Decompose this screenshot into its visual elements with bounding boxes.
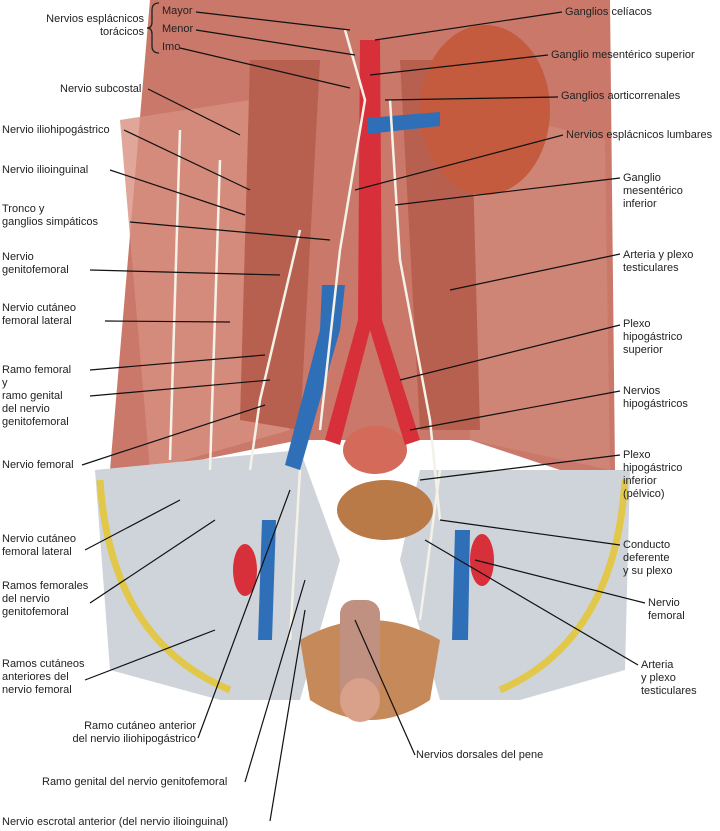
label-ganglio-mesenterico-inferior: Ganglio mesentérico inferior xyxy=(623,172,683,210)
femoral-artery-left xyxy=(233,544,257,596)
label-arteria-plexo-testiculares-2: Arteria y plexo testiculares xyxy=(641,659,697,697)
label-nervios-esplacnicos-lumbares: Nervios esplácnicos lumbares xyxy=(566,129,713,141)
label-ramo-genital: Ramo genital del nervio genitofemoral xyxy=(42,776,228,788)
label-nervios-dorsales-pene: Nervios dorsales del pene xyxy=(416,749,544,761)
label-arteria-plexo-testiculares: Arteria y plexo testiculares xyxy=(623,249,694,274)
label-nervio-subcostal: Nervio subcostal xyxy=(60,83,142,95)
label-ramo-cutaneo-anterior: Ramo cutáneo anterior del nervio iliohip… xyxy=(72,720,196,745)
label-nervio-cutaneo-femoral-lateral: Nervio cutáneo femoral lateral xyxy=(2,302,76,327)
label-tronco-simpatico: Tronco y ganglios simpáticos xyxy=(2,203,98,228)
label-plexo-hipogastrico-superior: Plexo hipogástrico superior xyxy=(623,318,683,356)
label-ganglio-mesenterico-superior: Ganglio mesentérico superior xyxy=(551,49,695,61)
rectum xyxy=(343,426,407,474)
pelvic-region-right xyxy=(400,470,630,700)
label-nervio-femoral-right: Nervio femoral xyxy=(648,597,685,622)
femoral-vein-left xyxy=(258,520,276,640)
label-ramos-femorales: Ramos femorales del nervio genitofemoral xyxy=(2,580,89,618)
label-nervio-ilioinguinal: Nervio ilioinguinal xyxy=(2,164,89,176)
brace-symbol xyxy=(146,2,160,54)
nerve-network xyxy=(168,29,442,641)
label-nervio-cutaneo-femoral-lateral-2: Nervio cutáneo femoral lateral xyxy=(2,533,76,558)
label-menor: Menor xyxy=(162,23,194,35)
label-nervio-escrotal-anterior: Nervio escrotal anterior (del nervio ili… xyxy=(2,816,229,828)
renal-vein xyxy=(368,112,440,134)
label-plexo-hipogastrico-inferior: Plexo hipogástrico inferior (pélvico) xyxy=(623,449,683,500)
label-ganglios-celiacos: Ganglios celíacos xyxy=(565,6,652,18)
label-ramos-cutaneos-anteriores: Ramos cutáneos anteriores del nervio fem… xyxy=(2,658,85,696)
label-imo: Imo xyxy=(162,41,181,53)
label-nervio-femoral-left: Nervio femoral xyxy=(2,459,74,471)
label-nervio-genitofemoral: Nervio genitofemoral xyxy=(2,251,69,276)
label-nervios-hipogastricos: Nervios hipogástricos xyxy=(623,385,688,410)
femoral-artery-right xyxy=(470,534,494,586)
label-mayor: Mayor xyxy=(162,5,193,17)
label-nervio-iliohipogastrico: Nervio iliohipogástrico xyxy=(2,124,110,136)
fat-edge-left xyxy=(96,479,232,694)
psoas-left xyxy=(240,60,320,430)
leader-lines xyxy=(81,11,646,822)
label-ganglios-aorticorrenales: Ganglios aorticorrenales xyxy=(561,90,681,102)
glans xyxy=(340,678,380,722)
fat-edge-right xyxy=(498,479,629,694)
label-ramo-femoral-genital: Ramo femoral y ramo genital del nervio g… xyxy=(2,364,72,428)
label-nervios-esplacnicos-toracicos: Nervios esplácnicos torácicos xyxy=(46,13,144,38)
bladder xyxy=(337,480,433,540)
femoral-vein-right xyxy=(452,530,470,640)
aorta xyxy=(325,40,420,445)
label-conducto-deferente: Conducto deferente y su plexo xyxy=(623,539,673,577)
kidney xyxy=(420,25,550,195)
